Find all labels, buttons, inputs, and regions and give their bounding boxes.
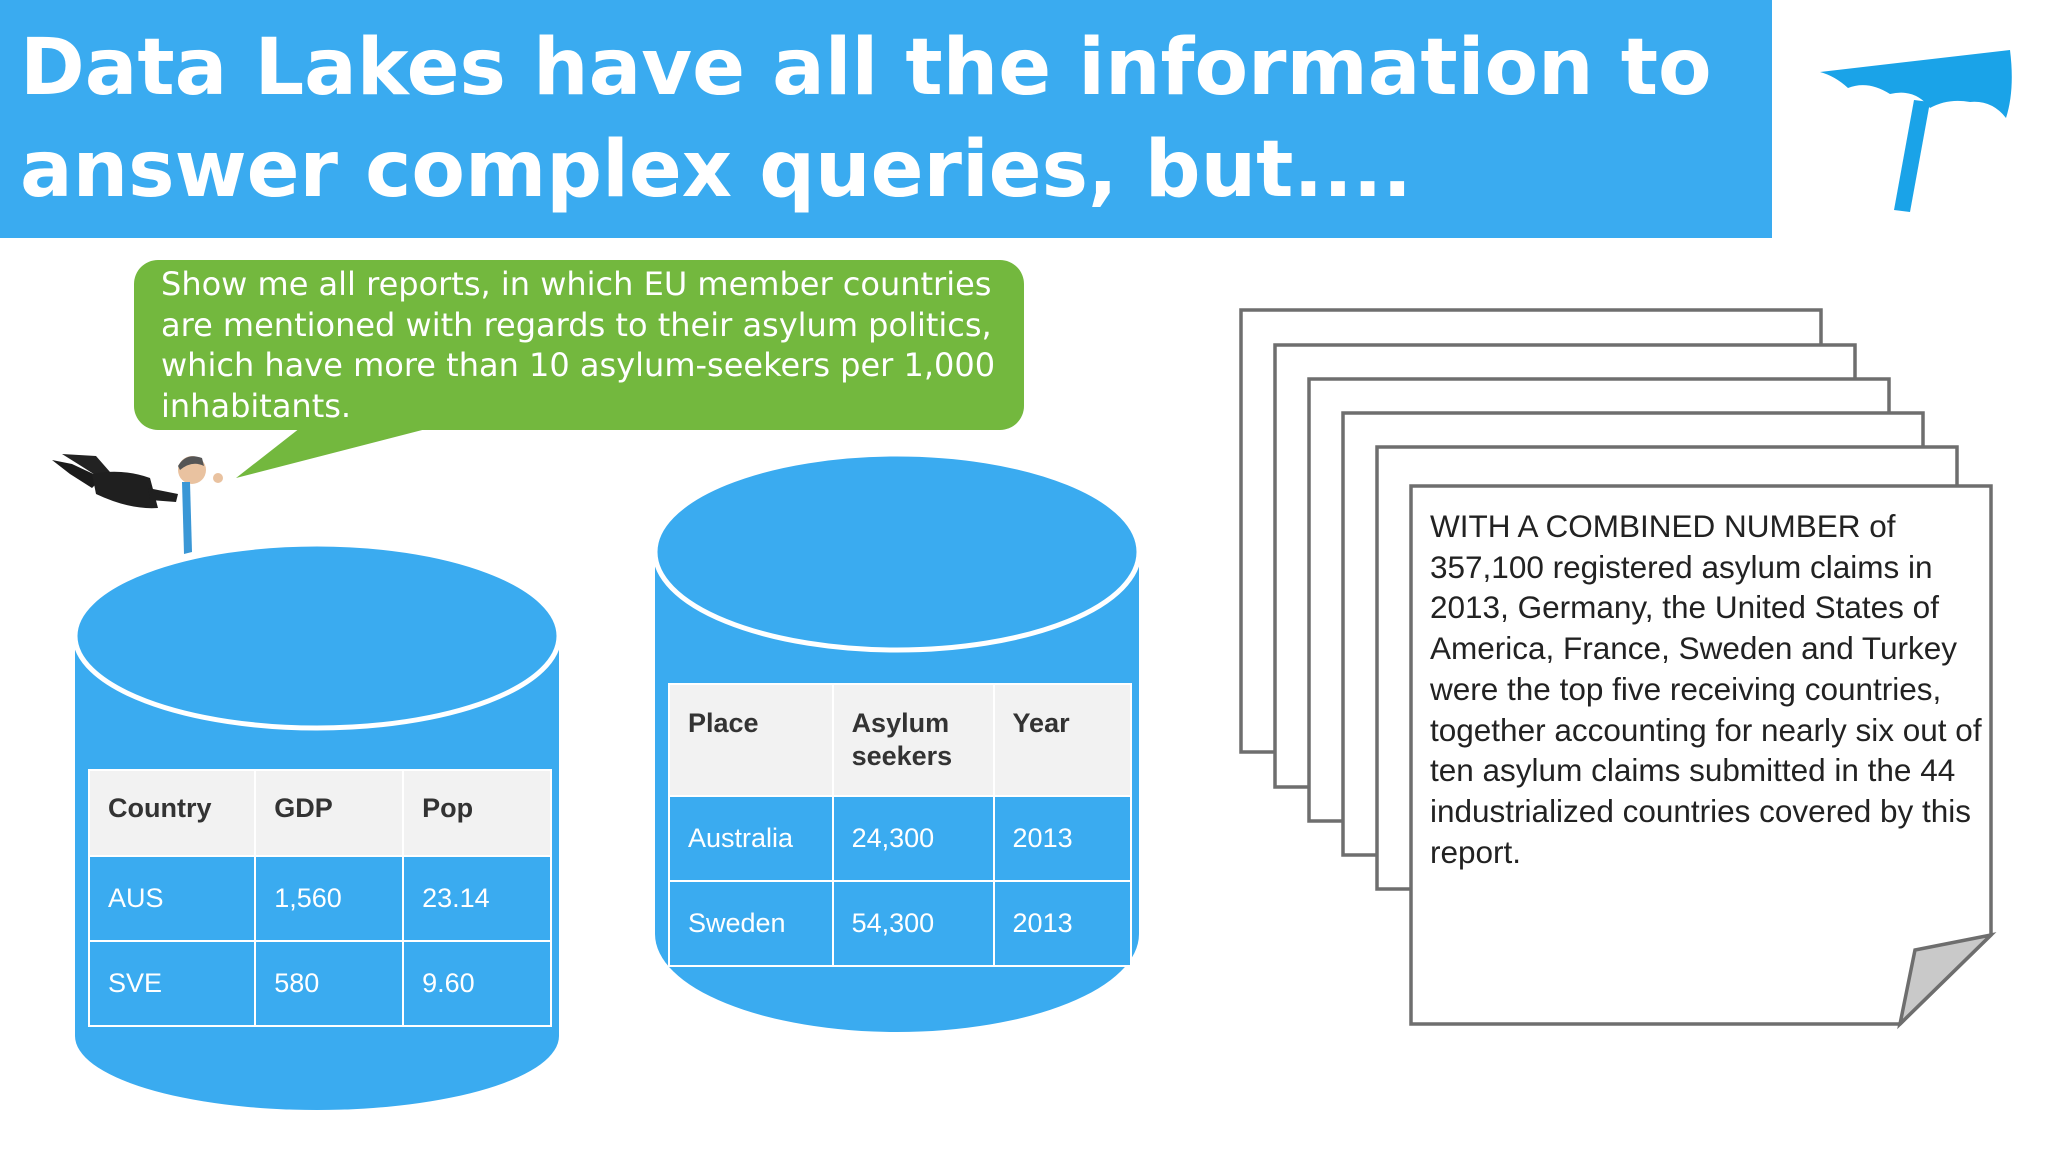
table-cell: 580 [254,940,405,1027]
database-1-table: Country GDP Pop AUS 1,560 23.14 SVE 580 … [87,769,552,1027]
table-header-row: Country GDP Pop [87,769,552,857]
table-row: AUS 1,560 23.14 [87,855,552,942]
table-cell: SVE [87,940,257,1027]
table-cell: Australia [668,795,834,882]
column-header-country: Country [87,769,257,857]
column-header-year: Year [992,683,1133,797]
table-row: SVE 580 9.60 [87,940,552,1027]
database-2-table: Place Asylum seekers Year Australia 24,3… [668,683,1133,967]
umbrella-icon [1820,50,2012,212]
table-cell: 23.14 [402,855,552,942]
table-row: Sweden 54,300 2013 [668,880,1133,967]
table-cell: 9.60 [402,940,552,1027]
speech-bubble [134,260,1024,478]
table-header-row: Place Asylum seekers Year [668,683,1133,797]
businessman-figure [52,454,223,554]
page-title-line-2: answer complex queries, but.... [20,125,1412,215]
column-header-gdp: GDP [254,769,405,857]
table-cell: 54,300 [831,880,995,967]
table-cell: AUS [87,855,257,942]
column-header-asylum-seekers: Asylum seekers [831,683,995,797]
page-title-line-1: Data Lakes have all the information to [20,23,1712,113]
table-cell: 2013 [992,795,1133,882]
column-header-place: Place [668,683,834,797]
title-banner: Data Lakes have all the information to a… [0,0,1772,238]
table-cell: 24,300 [831,795,995,882]
table-row: Australia 24,300 2013 [668,795,1133,882]
table-cell: 2013 [992,880,1133,967]
page-curl [1897,932,1997,1030]
column-header-pop: Pop [402,769,552,857]
table-cell: Sweden [668,880,834,967]
report-text: WITH A COMBINED NUMBER of 357,100 regist… [1430,508,1982,870]
speech-bubble-text: Show me all reports, in which EU member … [161,265,996,425]
table-cell: 1,560 [254,855,405,942]
